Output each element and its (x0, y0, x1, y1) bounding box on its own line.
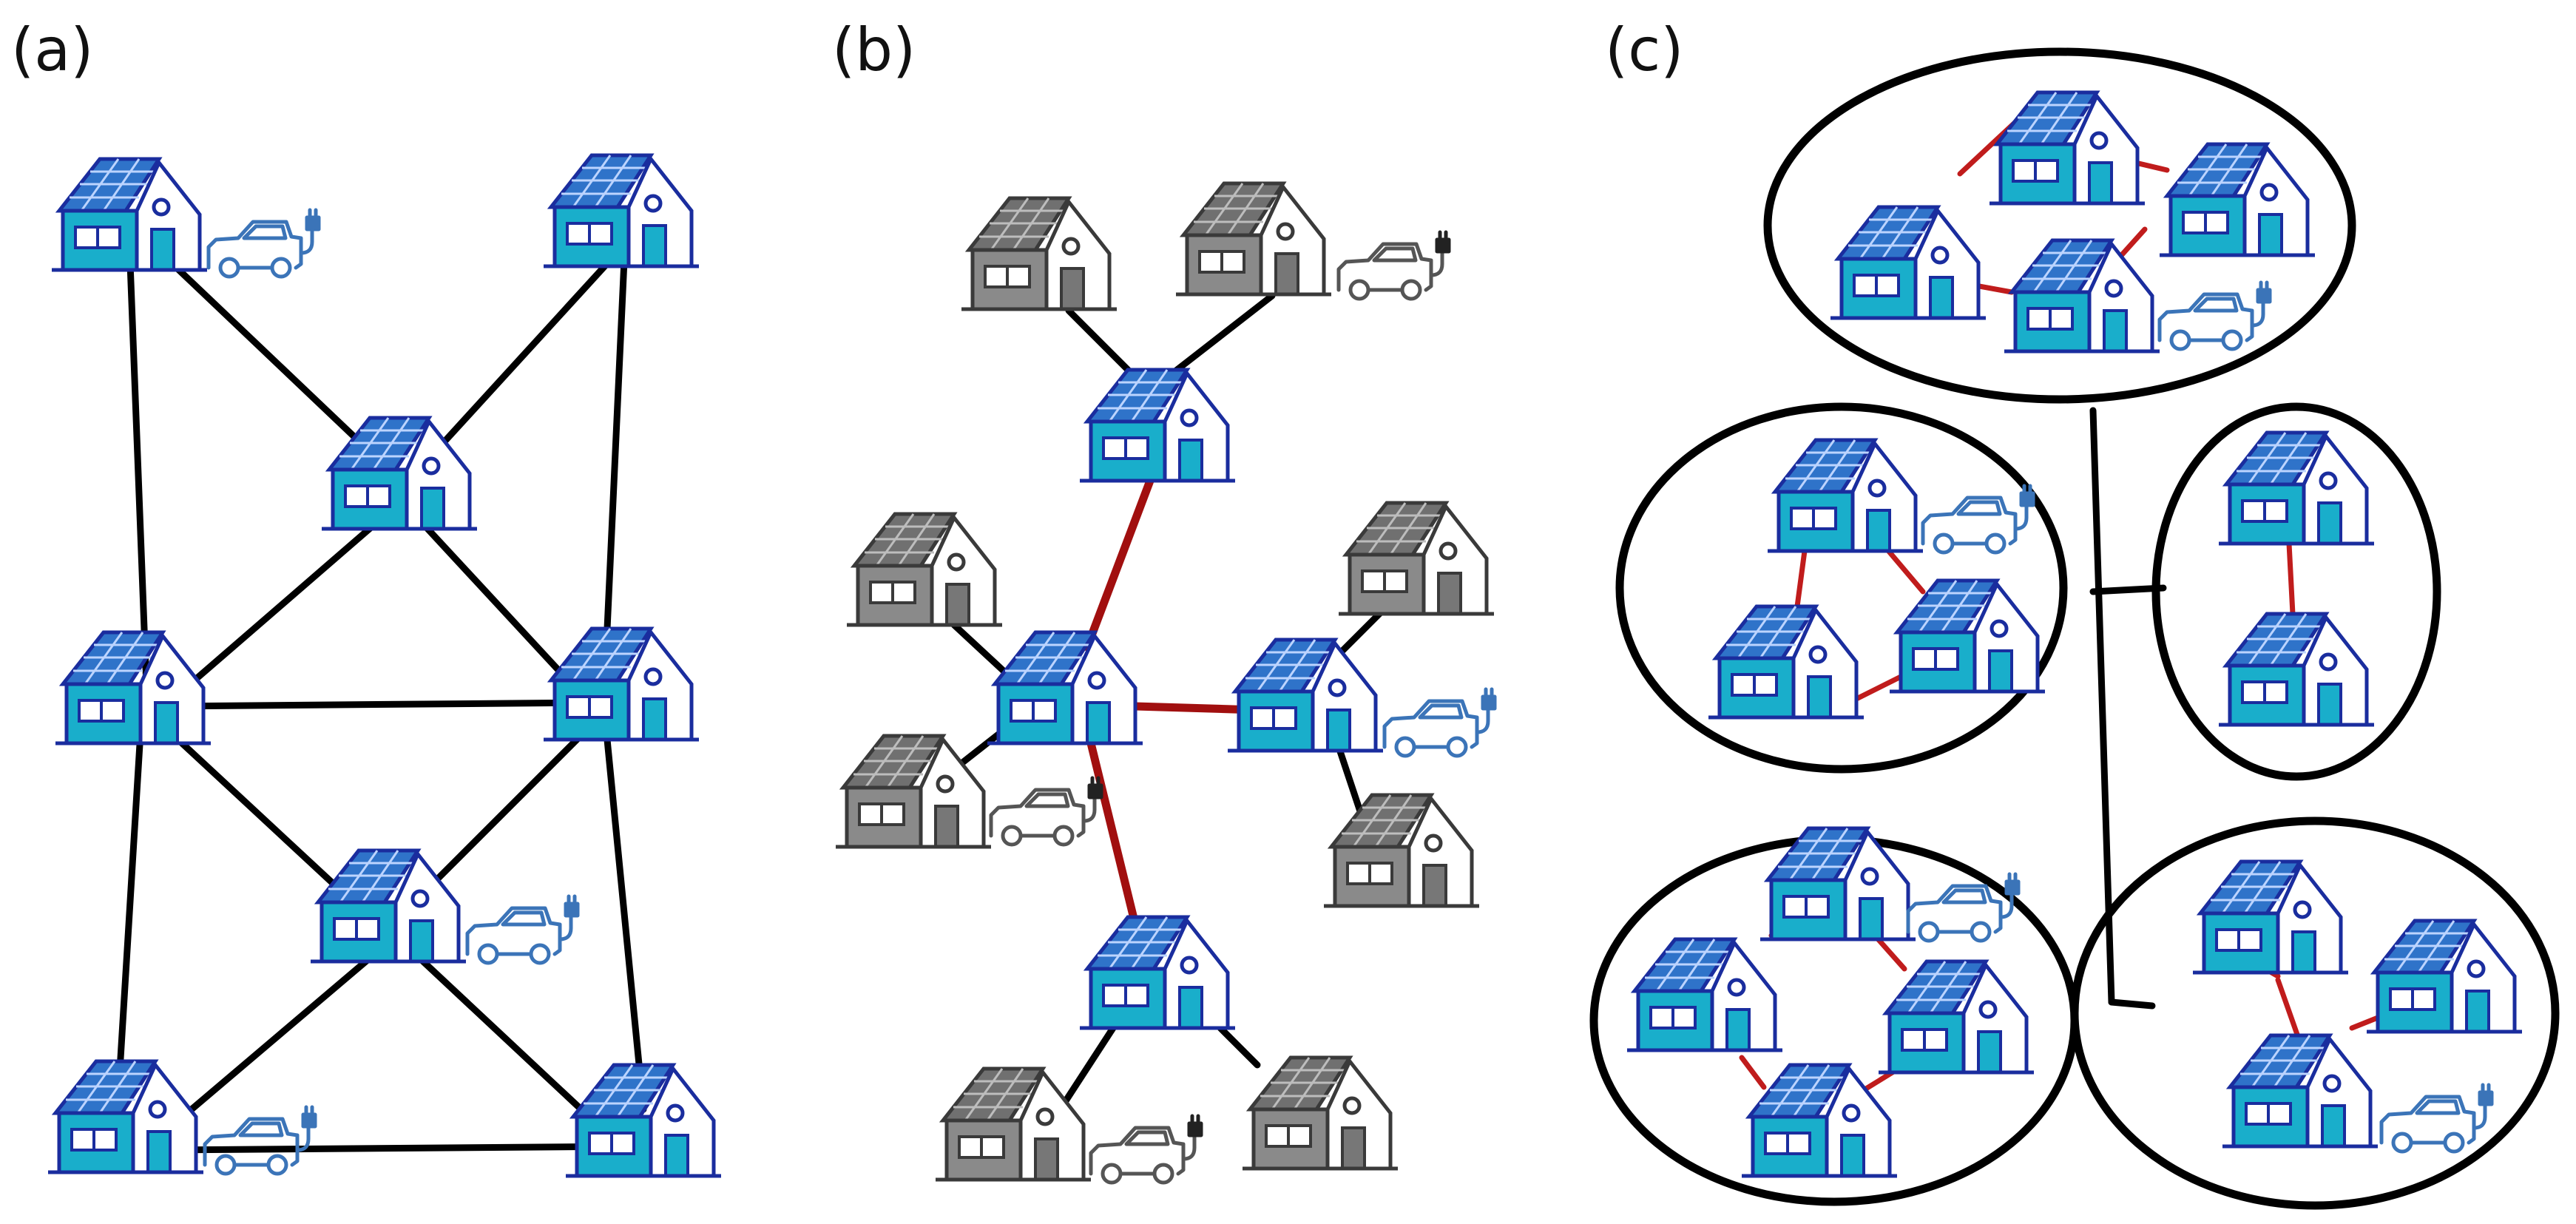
grey-solar-house-icon (836, 736, 991, 847)
solar-house-icon (1879, 961, 2034, 1072)
solar-house-icon (2004, 240, 2160, 351)
solar-house-icon (1708, 606, 1864, 717)
solar-house-icon (55, 632, 211, 743)
ev-charging-icon (467, 896, 578, 963)
ev-charging-icon (1385, 689, 1495, 756)
solar-house-icon (2193, 862, 2348, 973)
panel-label-a: (a) (11, 16, 93, 84)
solar-house-icon (52, 159, 207, 270)
ev-charging-icon (205, 1107, 315, 1174)
solar-house-icon (311, 851, 466, 961)
panel-a-mesh-network (48, 155, 721, 1176)
solar-house-icon (2367, 921, 2522, 1032)
ev-charging-icon (209, 210, 319, 277)
ev-charging-icon (1091, 1116, 1201, 1183)
grey-solar-house-icon (936, 1069, 1091, 1180)
panel-label-b: (b) (832, 16, 916, 84)
panel-b-tree-network (836, 183, 1495, 1183)
solar-house-icon (1627, 939, 1782, 1050)
solar-house-icon (2222, 1035, 2378, 1146)
panel-c-backbone (2089, 407, 2167, 1010)
grey-solar-house-icon (1324, 795, 1479, 906)
ev-charging-icon (2381, 1085, 2492, 1152)
solar-house-icon (1228, 640, 1383, 751)
solar-house-icon (1830, 207, 1986, 318)
grey-solar-house-icon (1243, 1058, 1398, 1169)
solar-house-icon (48, 1061, 203, 1172)
ev-charging-icon (1923, 486, 2033, 552)
ev-charging-icon (1908, 874, 2018, 941)
solar-house-icon (544, 155, 699, 266)
ev-charging-icon (1339, 232, 1449, 299)
solar-house-icon (1890, 581, 2045, 692)
panel-c-clustered-network (1589, 47, 2560, 1210)
grey-solar-house-icon (1339, 503, 1494, 614)
panel-b-links (950, 292, 1387, 1106)
solar-house-icon (544, 629, 699, 740)
solar-house-icon (1080, 917, 1235, 1028)
panel-label-c: (c) (1605, 16, 1683, 84)
microgrid-cluster-bottom-right (2070, 816, 2560, 1210)
microgrid-cluster-mid-left (1615, 402, 2068, 774)
ev-charging-icon (991, 778, 1101, 845)
grey-solar-house-icon (847, 514, 1002, 625)
solar-house-icon (2219, 433, 2374, 544)
solar-house-icon (1768, 440, 1923, 551)
solar-house-icon (987, 632, 1143, 743)
ev-charging-icon (2160, 283, 2270, 349)
grey-solar-house-icon (961, 198, 1117, 309)
solar-house-icon (1080, 370, 1235, 481)
solar-house-icon (1990, 92, 2145, 203)
microgrid-cluster-mid-right (2151, 402, 2441, 781)
grey-solar-house-icon (1176, 183, 1331, 294)
solar-house-icon (566, 1065, 721, 1176)
microgrid-cluster-top (1763, 47, 2356, 404)
solar-house-icon (2219, 614, 2374, 725)
solar-house-icon (2160, 144, 2315, 255)
